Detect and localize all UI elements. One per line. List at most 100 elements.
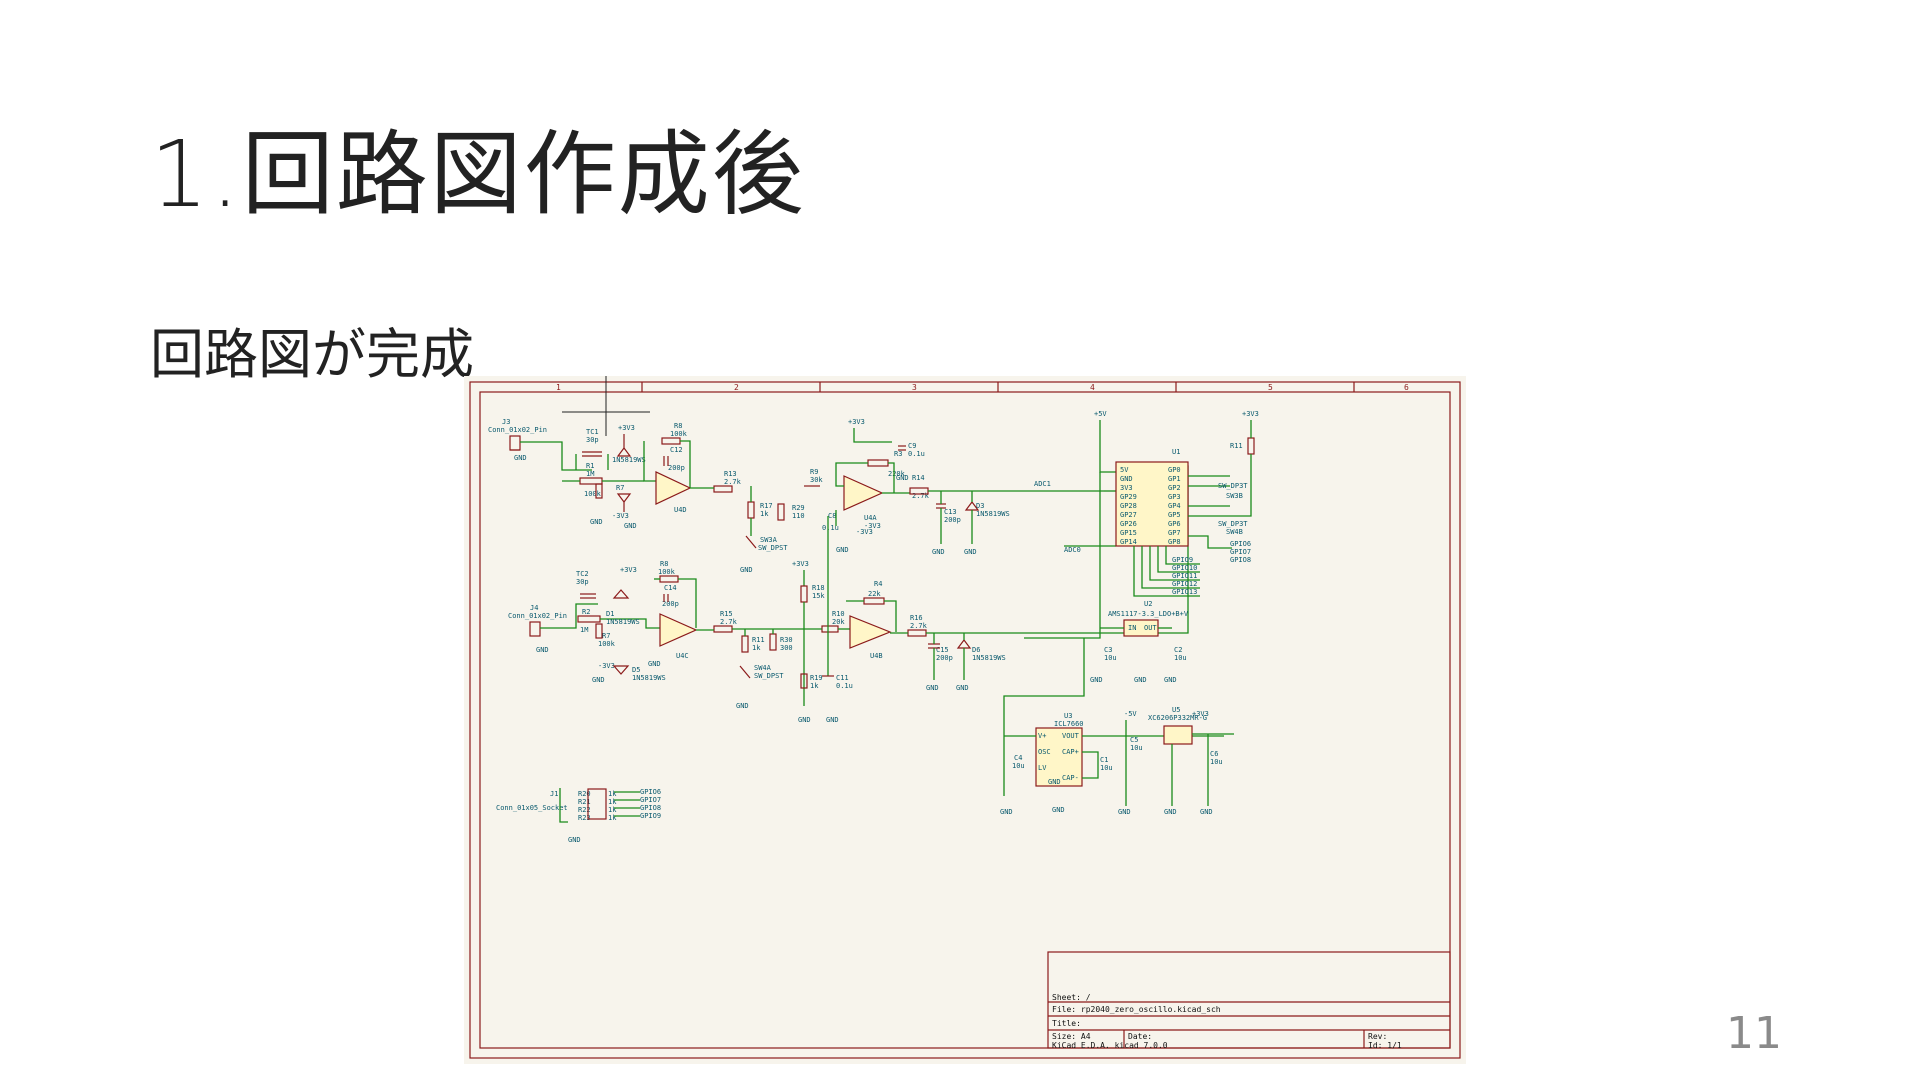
svg-text:C4: C4 — [1014, 754, 1022, 762]
svg-text:D1: D1 — [606, 610, 614, 618]
svg-text:J1: J1 — [550, 790, 558, 798]
svg-text:R22: R22 — [578, 806, 591, 814]
svg-text:GND: GND — [932, 548, 945, 556]
svg-text:3V3: 3V3 — [1120, 484, 1133, 492]
svg-text:0.1u: 0.1u — [822, 524, 839, 532]
svg-text:GPIO8: GPIO8 — [640, 804, 661, 812]
svg-text:100k: 100k — [658, 568, 676, 576]
svg-text:GP0: GP0 — [1168, 466, 1181, 474]
svg-text:GP28: GP28 — [1120, 502, 1137, 510]
svg-text:GP29: GP29 — [1120, 493, 1137, 501]
svg-text:GND: GND — [740, 566, 753, 574]
svg-text:-5V: -5V — [1124, 710, 1137, 718]
svg-text:100k: 100k — [670, 430, 688, 438]
svg-text:VOUT: VOUT — [1062, 732, 1080, 740]
sheet-background — [464, 376, 1466, 1064]
svg-text:GND: GND — [1118, 808, 1131, 816]
title-block: Sheet: / File: rp2040_zero_oscillo.kicad… — [1047, 951, 1451, 1050]
svg-text:AMS1117-3.3_LDO+B+V: AMS1117-3.3_LDO+B+V — [1108, 610, 1189, 618]
svg-text:R17: R17 — [760, 502, 773, 510]
schematic-image: .frame { fill:none; stroke:#8b1a1a; stro… — [464, 376, 1466, 1064]
titleblock-date: Date: — [1128, 1032, 1152, 1041]
svg-text:SW_DPST: SW_DPST — [754, 672, 784, 680]
svg-text:GND: GND — [1134, 676, 1147, 684]
svg-text:GPIO9: GPIO9 — [640, 812, 661, 820]
svg-text:GP6: GP6 — [1168, 520, 1181, 528]
titleblock-file: File: rp2040_zero_oscillo.kicad_sch — [1052, 1005, 1221, 1014]
sheet-outer-border — [469, 381, 1461, 1059]
svg-text:TC2: TC2 — [576, 570, 589, 578]
svg-text:C11: C11 — [836, 674, 849, 682]
svg-text:GND: GND — [514, 454, 527, 462]
col-marker-5: 5 — [1268, 383, 1273, 392]
j3-value: Conn_01x02_Pin — [488, 426, 547, 434]
svg-text:SW4B: SW4B — [1226, 528, 1243, 536]
svg-text:1k: 1k — [608, 798, 617, 806]
svg-text:+3V3: +3V3 — [848, 418, 865, 426]
svg-text:TC1: TC1 — [586, 428, 599, 436]
svg-text:GND: GND — [1000, 808, 1013, 816]
svg-text:U2: U2 — [1144, 600, 1152, 608]
svg-text:220k: 220k — [888, 470, 906, 478]
svg-text:OSC: OSC — [1038, 748, 1051, 756]
svg-text:R20: R20 — [578, 790, 591, 798]
svg-text:1N5819WS: 1N5819WS — [606, 618, 640, 626]
charge-pump-u3: U3 ICL7660 V+ VOUT OSC CAP+ LV CAP- GND … — [1000, 638, 1224, 816]
svg-text:V+: V+ — [1038, 732, 1046, 740]
svg-text:GPIO8: GPIO8 — [1230, 556, 1251, 564]
svg-text:GND: GND — [568, 836, 581, 844]
svg-text:200p: 200p — [668, 464, 685, 472]
svg-text:GND: GND — [592, 676, 605, 684]
svg-text:+5V: +5V — [1094, 410, 1107, 418]
svg-text:GND: GND — [956, 684, 969, 692]
titleblock-title: Title: — [1052, 1019, 1081, 1028]
col-marker-1: 1 — [556, 383, 561, 392]
svg-text:R7: R7 — [616, 484, 624, 492]
svg-text:C2: C2 — [1174, 646, 1182, 654]
svg-text:D6: D6 — [972, 646, 980, 654]
svg-text:XC6206P332MR-G: XC6206P332MR-G — [1148, 714, 1207, 722]
svg-text:GP1: GP1 — [1168, 475, 1181, 483]
svg-text:GND: GND — [1200, 808, 1213, 816]
svg-text:U4D: U4D — [674, 506, 687, 514]
svg-text:30p: 30p — [576, 578, 589, 586]
svg-text:C1: C1 — [1100, 756, 1108, 764]
svg-text:C15: C15 — [936, 646, 949, 654]
svg-text:GND: GND — [536, 646, 549, 654]
input-channel-2: J4 Conn_01x02_Pin GND TC2 30p R2 1M R7 1… — [508, 560, 804, 684]
svg-text:U5: U5 — [1172, 706, 1180, 714]
svg-text:5V: 5V — [1120, 466, 1129, 474]
svg-text:R11: R11 — [752, 636, 765, 644]
svg-text:C14: C14 — [664, 584, 677, 592]
svg-text:1N5819WS: 1N5819WS — [972, 654, 1006, 662]
svg-text:R29: R29 — [792, 504, 805, 512]
svg-text:30p: 30p — [586, 436, 599, 444]
svg-text:R30: R30 — [780, 636, 793, 644]
svg-text:GND: GND — [1164, 808, 1177, 816]
svg-text:+3V3: +3V3 — [792, 560, 809, 568]
svg-text:GP14: GP14 — [1120, 538, 1137, 546]
svg-text:GP3: GP3 — [1168, 493, 1181, 501]
svg-text:SW3B: SW3B — [1226, 492, 1243, 500]
svg-text:GPIO10: GPIO10 — [1172, 564, 1197, 572]
svg-text:15k: 15k — [812, 592, 825, 600]
svg-text:10u: 10u — [1174, 654, 1187, 662]
opamp-u4b — [849, 615, 892, 649]
svg-text:GPIO7: GPIO7 — [1230, 548, 1251, 556]
page-number: 11 — [1726, 1008, 1782, 1059]
svg-text:R4: R4 — [874, 580, 882, 588]
svg-text:GND: GND — [836, 546, 849, 554]
titleblock-id: Id: 1/1 — [1368, 1041, 1402, 1050]
gain-stage-top: +3V3 R3 220k C9 0.1u GND R9 30k U4A -3V3… — [804, 418, 1104, 556]
svg-text:GPIO6: GPIO6 — [1230, 540, 1251, 548]
svg-text:GP5: GP5 — [1168, 511, 1181, 519]
svg-text:10u: 10u — [1012, 762, 1025, 770]
svg-text:GND: GND — [826, 716, 839, 724]
svg-text:GND: GND — [1052, 806, 1065, 814]
opamp-u4a — [843, 475, 884, 511]
svg-text:+3V3: +3V3 — [620, 566, 637, 574]
svg-text:R2: R2 — [582, 608, 590, 616]
crosshair-cursor-icon — [562, 376, 650, 436]
svg-text:C5: C5 — [1130, 736, 1138, 744]
svg-text:GPIO13: GPIO13 — [1172, 588, 1197, 596]
